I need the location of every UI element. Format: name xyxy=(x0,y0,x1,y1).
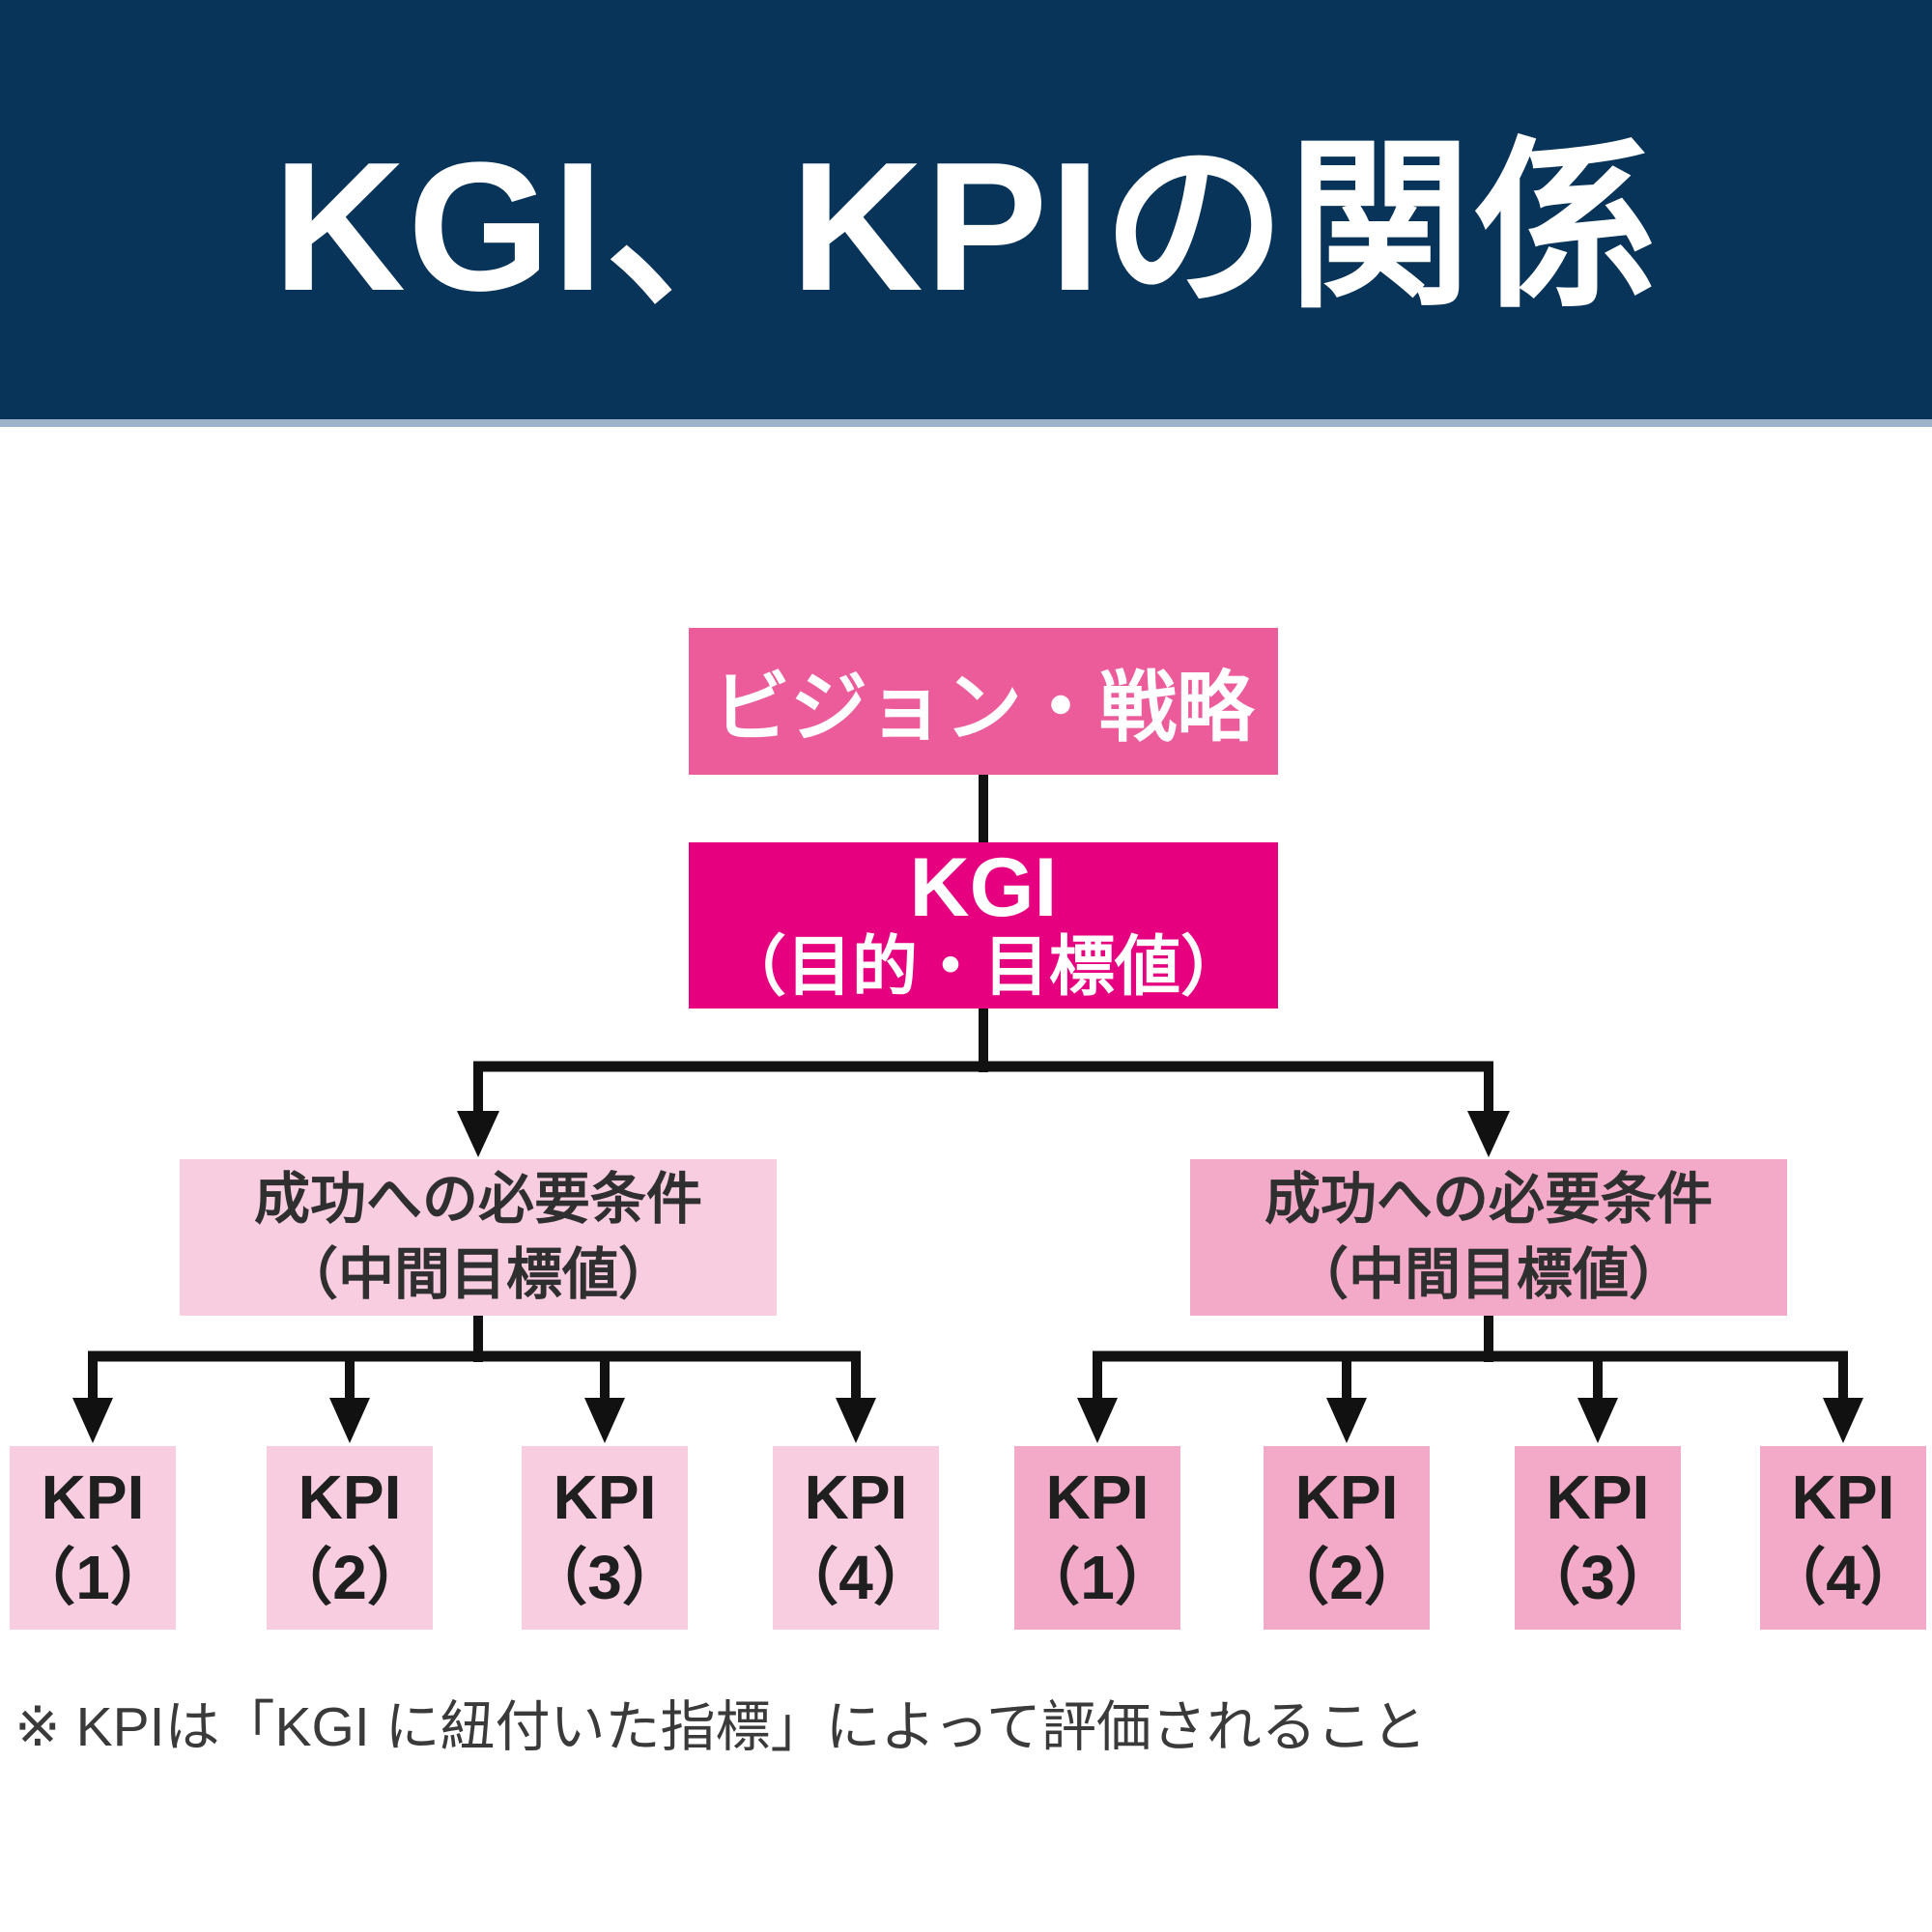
footnote: ※ KPIは「KGI に紐付いた指標」によって評価されること xyxy=(14,1696,1427,1758)
kpi-number: （1） xyxy=(1018,1543,1177,1612)
condition-left-line1: 成功への必要条件 xyxy=(253,1167,702,1231)
kpi-number: （4） xyxy=(1764,1543,1922,1612)
condition-right-line1: 成功への必要条件 xyxy=(1264,1167,1713,1231)
arrowhead-kpi-l4 xyxy=(836,1398,876,1443)
kpi-label: KPI xyxy=(1045,1462,1150,1532)
kpi-box-right-4: KPI （4） xyxy=(1760,1446,1926,1630)
kpi-label: KPI xyxy=(1791,1462,1895,1532)
page-title: KGI、KPIの関係 xyxy=(272,124,1660,329)
arrowhead-kpi-l3 xyxy=(584,1398,625,1443)
arrowhead-kpi-l1 xyxy=(72,1398,113,1443)
arrowhead-kpi-l2 xyxy=(329,1398,370,1443)
arrowhead-cond-right xyxy=(1467,1111,1510,1157)
arrowhead-kpi-r1 xyxy=(1077,1398,1118,1443)
kpi-label: KPI xyxy=(298,1462,402,1532)
condition-box-right: 成功への必要条件 （中間目標値） xyxy=(1190,1159,1787,1316)
kpi-box-left-4: KPI （4） xyxy=(773,1446,939,1630)
kpi-number: （2） xyxy=(270,1543,429,1612)
kpi-box-right-2: KPI （2） xyxy=(1264,1446,1430,1630)
kpi-label: KPI xyxy=(41,1462,145,1532)
kpi-number: （3） xyxy=(526,1543,684,1612)
arrowhead-kpi-r2 xyxy=(1326,1398,1367,1443)
kpi-label: KPI xyxy=(553,1462,657,1532)
kgi-title: KGI xyxy=(909,840,1058,934)
kpi-label: KPI xyxy=(804,1462,908,1532)
condition-right-line2: （中間目標値） xyxy=(1292,1243,1685,1306)
kpi-number: （3） xyxy=(1519,1543,1677,1612)
kpi-number: （1） xyxy=(14,1543,172,1612)
arrowhead-cond-left xyxy=(457,1111,499,1157)
kpi-box-right-3: KPI （3） xyxy=(1515,1446,1681,1630)
condition-box-left: 成功への必要条件 （中間目標値） xyxy=(180,1159,777,1316)
kgi-box: KGI （目的・目標値） xyxy=(689,842,1278,1009)
kpi-number: （4） xyxy=(777,1543,935,1612)
arrowhead-kpi-r4 xyxy=(1823,1398,1863,1443)
kgi-subtitle: （目的・目標値） xyxy=(720,929,1246,1004)
kpi-box-right-1: KPI （1） xyxy=(1014,1446,1180,1630)
vision-box: ビジョン・戦略 xyxy=(689,628,1278,775)
condition-left-line2: （中間目標値） xyxy=(281,1243,674,1306)
kpi-label: KPI xyxy=(1546,1462,1650,1532)
kpi-box-left-2: KPI （2） xyxy=(267,1446,433,1630)
kpi-label: KPI xyxy=(1294,1462,1399,1532)
vision-label: ビジョン・戦略 xyxy=(713,665,1254,751)
kpi-box-left-1: KPI （1） xyxy=(10,1446,176,1630)
arrowhead-kpi-r3 xyxy=(1577,1398,1618,1443)
kpi-box-left-3: KPI （3） xyxy=(522,1446,688,1630)
header-banner: KGI、KPIの関係 xyxy=(0,0,1932,427)
kpi-number: （2） xyxy=(1267,1543,1426,1612)
